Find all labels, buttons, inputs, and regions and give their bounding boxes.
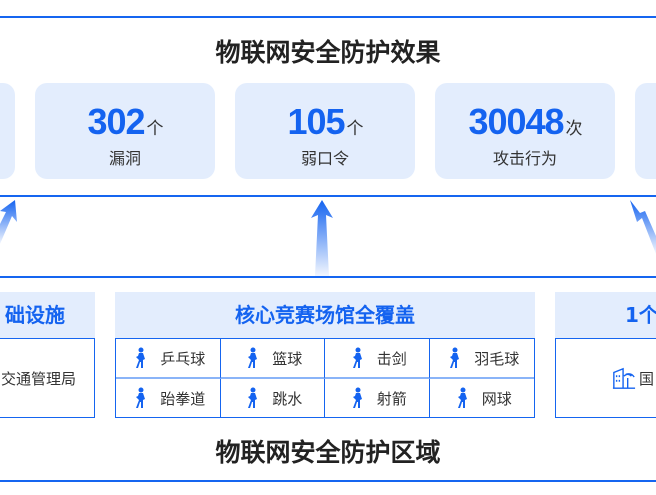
sport-item: 跳水: [221, 379, 325, 417]
bottom-divider: [0, 480, 656, 482]
panel-header: 核心竞赛场馆全覆盖: [115, 292, 535, 338]
top-divider: [0, 16, 656, 18]
sport-item: 乒乓球: [116, 339, 221, 379]
stat-unit: 个: [346, 119, 364, 138]
building-icon: [612, 367, 636, 389]
taekwondo-icon: [136, 387, 146, 408]
arrows: [0, 200, 656, 276]
panel-body-text: 国: [639, 369, 655, 388]
stat-value: 302: [87, 101, 145, 142]
sport-label: 篮球: [272, 349, 303, 368]
diving-icon: [248, 387, 258, 408]
sports-grid: 乒乓球 篮球 击剑 羽毛球跆拳道 跳水 射箭 网球: [115, 338, 535, 418]
panel-header: 1个: [555, 292, 656, 338]
table-tennis-icon: [136, 347, 146, 368]
sport-item: 羽毛球: [429, 339, 534, 379]
archery-icon: [352, 387, 362, 408]
stat-value: 105: [287, 101, 345, 142]
sport-label: 乒乓球: [160, 349, 206, 368]
stat-label: 攻击行为: [492, 149, 557, 168]
sport-label: 跳水: [272, 389, 303, 408]
sport-label: 射箭: [376, 389, 407, 408]
sport-item: 射箭: [325, 379, 430, 417]
sport-label: 网球: [481, 389, 512, 408]
area-divider: [0, 276, 656, 278]
fencing-icon: [352, 347, 362, 368]
sport-item: 击剑: [325, 339, 430, 379]
sport-item: 篮球: [220, 339, 325, 379]
stat-unit: 个: [146, 119, 164, 138]
badminton-icon: [450, 347, 460, 368]
center-panel: 核心竞赛场馆全覆盖 乒乓球 篮球 击剑 羽毛球跆拳道 跳水 射箭 网球: [115, 292, 535, 418]
sport-item: 网球: [430, 379, 535, 417]
stat-card-right-partial: [635, 83, 656, 179]
middle-divider: [0, 195, 656, 197]
sport-label: 跆拳道: [160, 389, 206, 408]
arrow-up-right-icon: [0, 200, 17, 244]
panel-body-text: 交通管理局: [0, 338, 95, 418]
sport-label: 击剑: [376, 349, 407, 368]
left-panel: 础设施 交通管理局: [0, 292, 95, 418]
basketball-icon: [248, 347, 258, 368]
arrow-up-left-icon: [630, 200, 656, 254]
area-title: 物联网安全防护区域: [215, 438, 441, 467]
right-panel: 1个 国: [555, 292, 656, 418]
stat-unit: 次: [565, 119, 583, 138]
sport-item: 跆拳道: [116, 379, 221, 417]
stat-card-left-partial: [0, 83, 15, 179]
stat-label: 漏洞: [108, 149, 141, 168]
stat-value: 30048: [468, 101, 564, 142]
sport-label: 羽毛球: [474, 349, 520, 368]
panel-header: 础设施: [0, 292, 95, 338]
tennis-icon: [457, 387, 467, 408]
stat-label: 弱口令: [300, 149, 349, 168]
arrow-up-icon: [311, 200, 333, 276]
effect-title: 物联网安全防护效果: [215, 38, 441, 67]
